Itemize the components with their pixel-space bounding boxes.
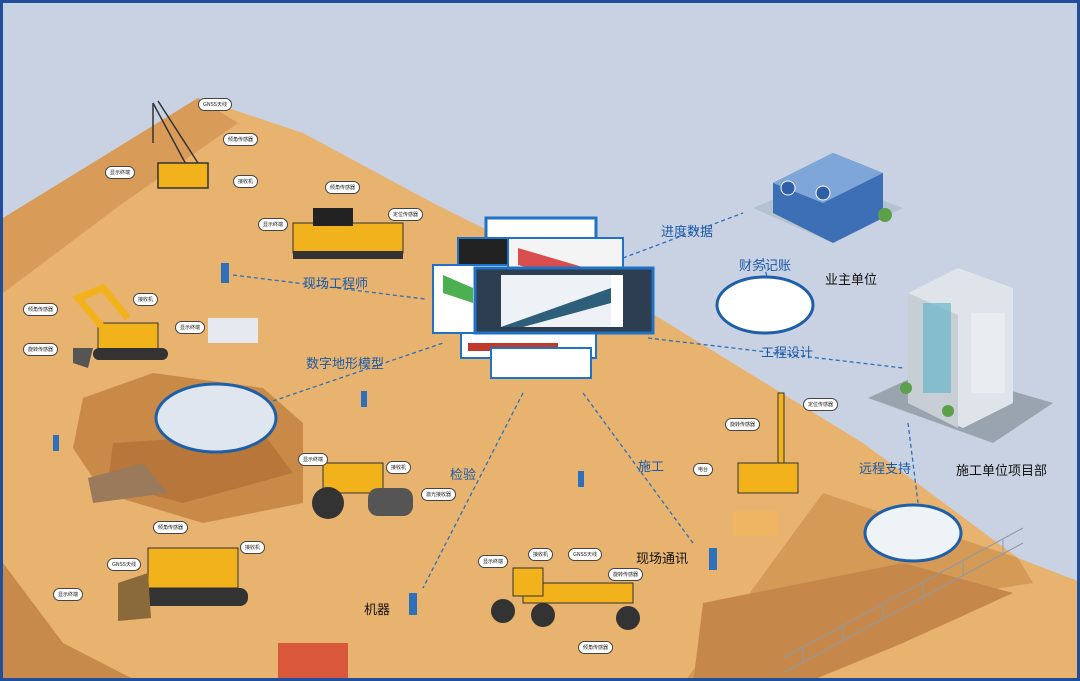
label-site-communication: 现场通讯 [636,552,689,567]
paver-illustration [292,208,404,259]
excavator-illustration [72,283,168,368]
receiver-chip-2: 接收机 [133,293,159,306]
label-inspection: 检验 [450,468,477,483]
label-contractor-project-dept: 施工单位项目部 [956,464,1048,479]
positioning-sensor-chip-2: 定位传感器 [803,398,839,411]
rotation-sensor-chip-3: 旋转传感器 [725,418,761,431]
gnss-antenna-chip: GNSS天线 [198,98,232,111]
crane-illustration [152,100,209,189]
label-remote-support: 远程支持 [859,462,912,477]
display-terminal-chip-2: 显示终端 [258,218,289,231]
display-terminal-chip-5: 显示终端 [53,588,84,601]
contractor-building-illustration [868,268,1053,443]
software-screens [432,216,655,379]
gnss-antenna-chip-2: GNSS天线 [107,558,141,571]
fence [782,527,1024,674]
label-financial-accounting: 财务记账 [739,259,792,274]
dashed-connectors [232,212,919,589]
materials-illustration [88,318,778,678]
display-terminal-chip-3: 显示终端 [175,321,206,334]
tilt-sensor-chip: 倾角传感器 [223,133,259,146]
callout-circles [154,275,963,563]
radio-chip: 电台 [693,463,714,476]
drill-rig-illustration [737,392,799,494]
label-engineering-design: 工程设计 [761,346,814,361]
receiver-chip-5: 接收机 [528,548,554,561]
scene-illustration [3,98,1077,678]
tilt-sensor-chip-5: 倾角传感器 [578,641,614,654]
positioning-sensor-chip: 定位传感器 [388,208,424,221]
receiver-chip: 接收机 [233,175,259,188]
roller-illustration [312,462,413,519]
tilt-sensor-chip-2: 倾角传感器 [325,181,361,194]
label-digital-terrain-model: 数字地形模型 [306,357,385,372]
grader-illustration [491,567,640,630]
gnss-antenna-chip-3: GNSS天线 [568,548,602,561]
label-owner-unit: 业主单位 [825,273,878,288]
receiver-chip-3: 接收机 [386,461,412,474]
rotation-sensor-chip: 旋转传感器 [23,343,59,356]
dozer-illustration [118,547,248,621]
display-terminal-chip-4: 显示终端 [298,453,329,466]
display-terminal-chip-6: 显示终端 [478,555,509,568]
owner-building-illustration [753,153,903,243]
tilt-sensor-chip-4: 倾角传感器 [153,521,189,534]
label-site-engineer: 现场工程师 [303,277,369,292]
tilt-sensor-chip-3: 倾角传感器 [23,303,59,316]
label-construction: 施工 [638,460,665,475]
label-machine: 机器 [364,603,391,618]
label-progress-data: 进度数据 [661,225,714,240]
display-terminal-chip: 显示终端 [105,166,136,179]
rotation-sensor-chip-2: 旋转传感器 [608,568,644,581]
laser-receiver-chip: 激光接收器 [421,488,457,501]
receiver-chip-4: 接收机 [240,541,266,554]
terrain-back-slope [3,98,238,293]
workers [53,263,717,615]
terrain-front-cliff [3,563,132,678]
